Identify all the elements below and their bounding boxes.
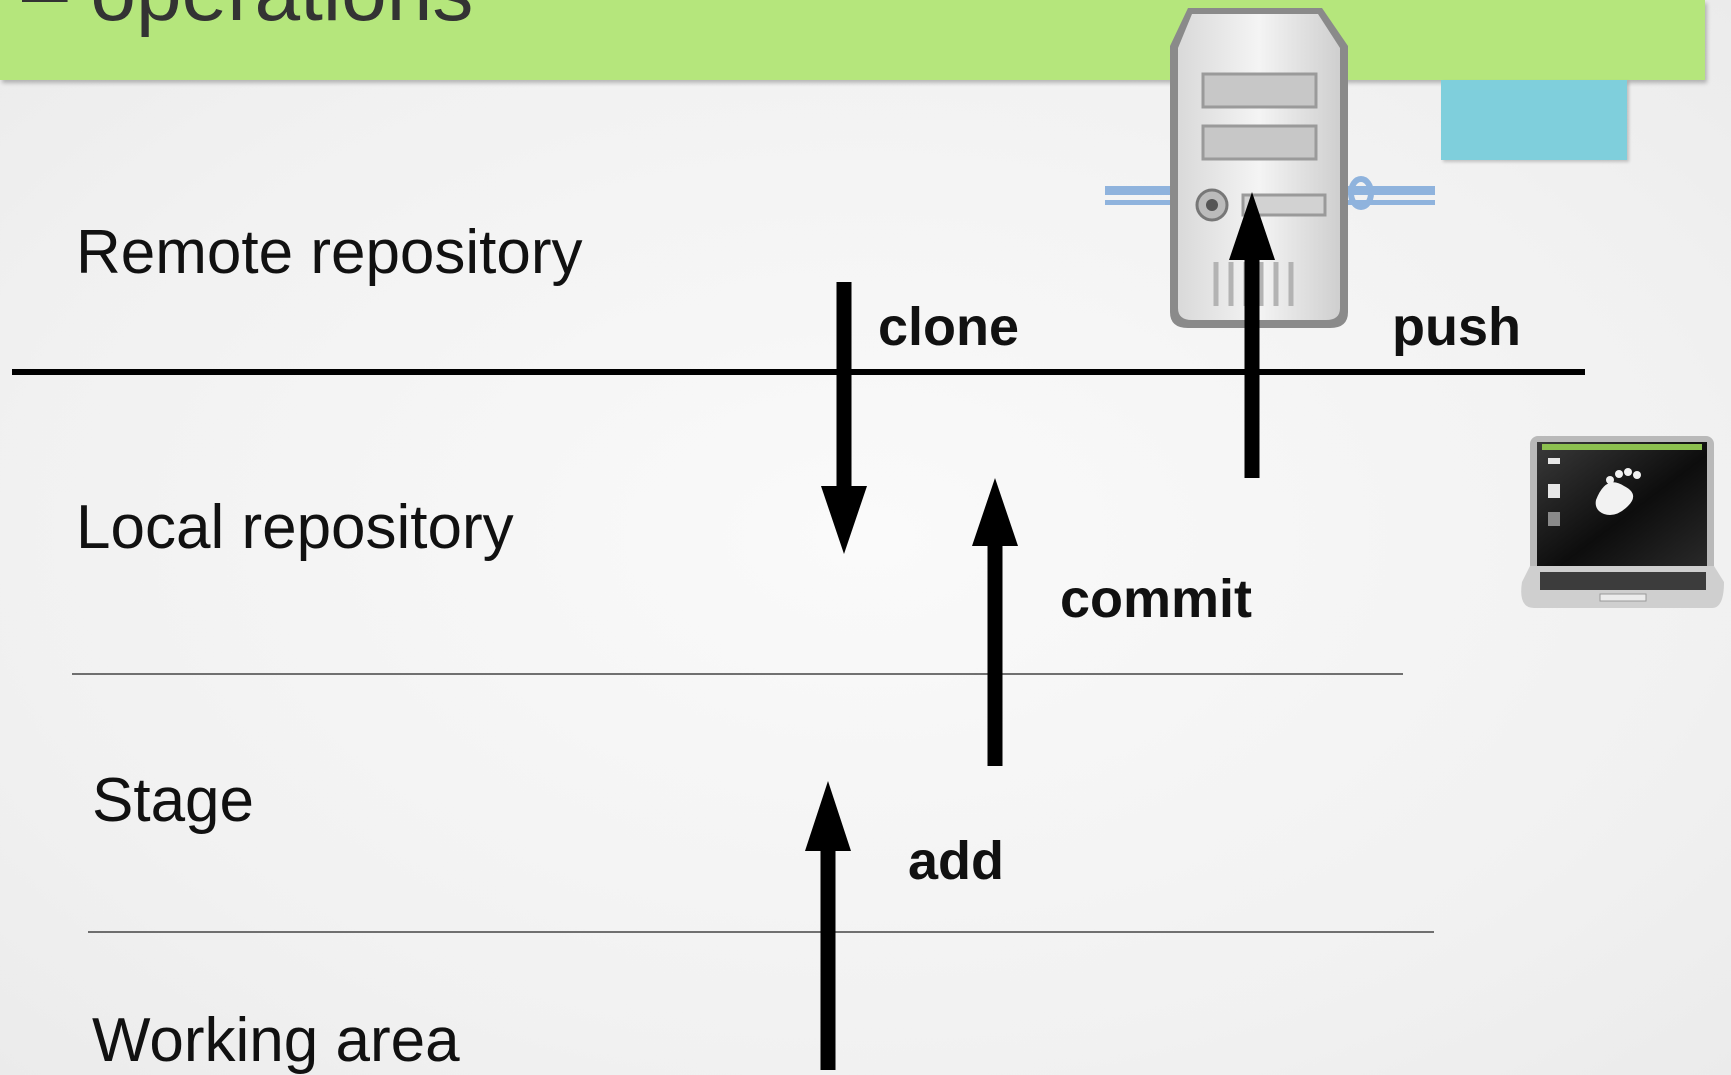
add-arrow — [805, 781, 851, 1070]
push-label: push — [1392, 297, 1521, 357]
remote-repository-label: Remote repository — [76, 218, 583, 287]
clone-arrow — [821, 282, 867, 554]
working-area-label: Working area — [92, 1006, 460, 1075]
commit-label: commit — [1060, 569, 1253, 629]
add-label: add — [908, 831, 1005, 891]
server-tower-icon — [1105, 8, 1435, 328]
accent-box — [1441, 80, 1627, 160]
push-arrow — [1229, 192, 1275, 478]
title-bar: – operations — [0, 0, 1705, 80]
stage-label: Stage — [92, 766, 255, 835]
clone-label: clone — [878, 297, 1020, 357]
page-title: – operations — [22, 0, 473, 34]
laptop-icon — [1521, 436, 1724, 608]
commit-arrow — [972, 478, 1018, 766]
local-repository-label: Local repository — [76, 493, 514, 562]
